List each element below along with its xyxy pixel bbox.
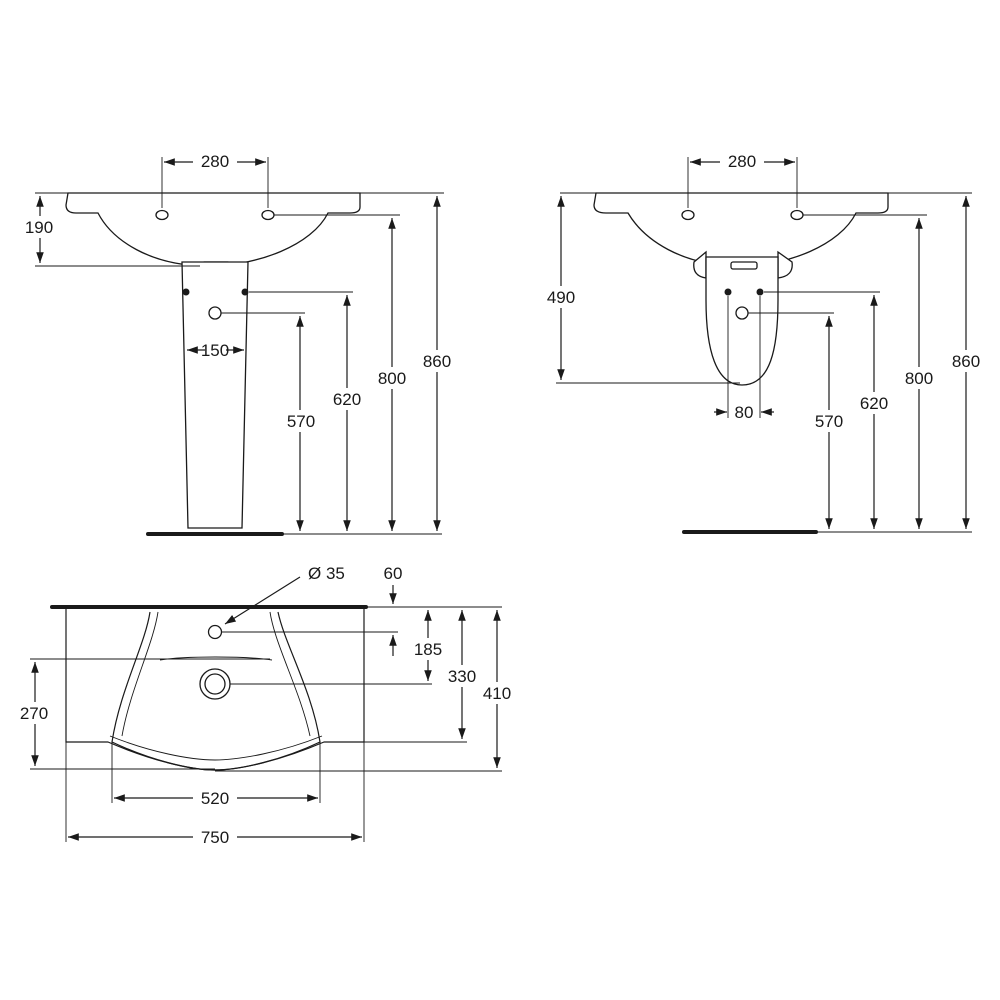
semipedestal-outline — [705, 256, 779, 386]
basin-outline — [593, 192, 889, 267]
dim-semipedestal-height: 490 — [547, 288, 575, 307]
dim-outlet-spacing: 150 — [201, 341, 229, 360]
dim-tap-hole-to-drain: 185 — [414, 640, 442, 659]
bowl-plan-outline — [111, 611, 321, 771]
supply-outlet-left — [182, 288, 190, 296]
dim-waste-height: 570 — [815, 412, 843, 431]
supply-outlet-right — [756, 288, 764, 296]
pedestal-outline — [181, 261, 249, 529]
dim-outlet-spacing: 80 — [735, 403, 754, 422]
bowl-back-rim — [159, 656, 273, 661]
dim-total-depth: 410 — [483, 684, 511, 703]
tap-hole — [207, 624, 223, 640]
waste-outlet — [735, 306, 749, 320]
tap-hole-left — [681, 209, 695, 221]
dim-rim-height: 800 — [905, 369, 933, 388]
tap-hole-left — [155, 209, 169, 221]
tap-hole-right — [790, 209, 804, 221]
supply-outlet-right — [241, 288, 249, 296]
dim-outlet-height: 620 — [860, 394, 888, 413]
dim-total-height: 860 — [423, 352, 451, 371]
dim-total-height: 860 — [952, 352, 980, 371]
dim-tap-hole-diameter: Ø 35 — [308, 564, 345, 583]
drain-inner — [204, 673, 226, 695]
front-pedestal-view: 280 190 150 570 620 800 860 — [18, 150, 458, 536]
tap-hole-right — [261, 209, 275, 221]
overflow-slot — [730, 261, 758, 270]
dim-waste-height: 570 — [287, 412, 315, 431]
supply-outlet-left — [724, 288, 732, 296]
dim-total-width: 750 — [201, 828, 229, 847]
plan-view: Ø 35 60 185 330 410 270 520 — [14, 564, 517, 847]
basin-outline — [65, 192, 361, 267]
dim-outlet-height: 620 — [333, 390, 361, 409]
front-semipedestal-view: 280 490 80 570 620 800 860 — [540, 150, 987, 534]
dim-tap-spacing: 280 — [201, 152, 229, 171]
dim-drain-depth: 330 — [448, 667, 476, 686]
dim-tap-spacing: 280 — [728, 152, 756, 171]
dim-bowl-depth: 270 — [20, 704, 48, 723]
dim-basin-depth: 190 — [25, 218, 53, 237]
dim-bowl-width: 520 — [201, 789, 229, 808]
dim-tap-hole-offset: 60 — [384, 564, 403, 583]
waste-outlet — [208, 306, 222, 320]
dim-rim-height: 800 — [378, 369, 406, 388]
